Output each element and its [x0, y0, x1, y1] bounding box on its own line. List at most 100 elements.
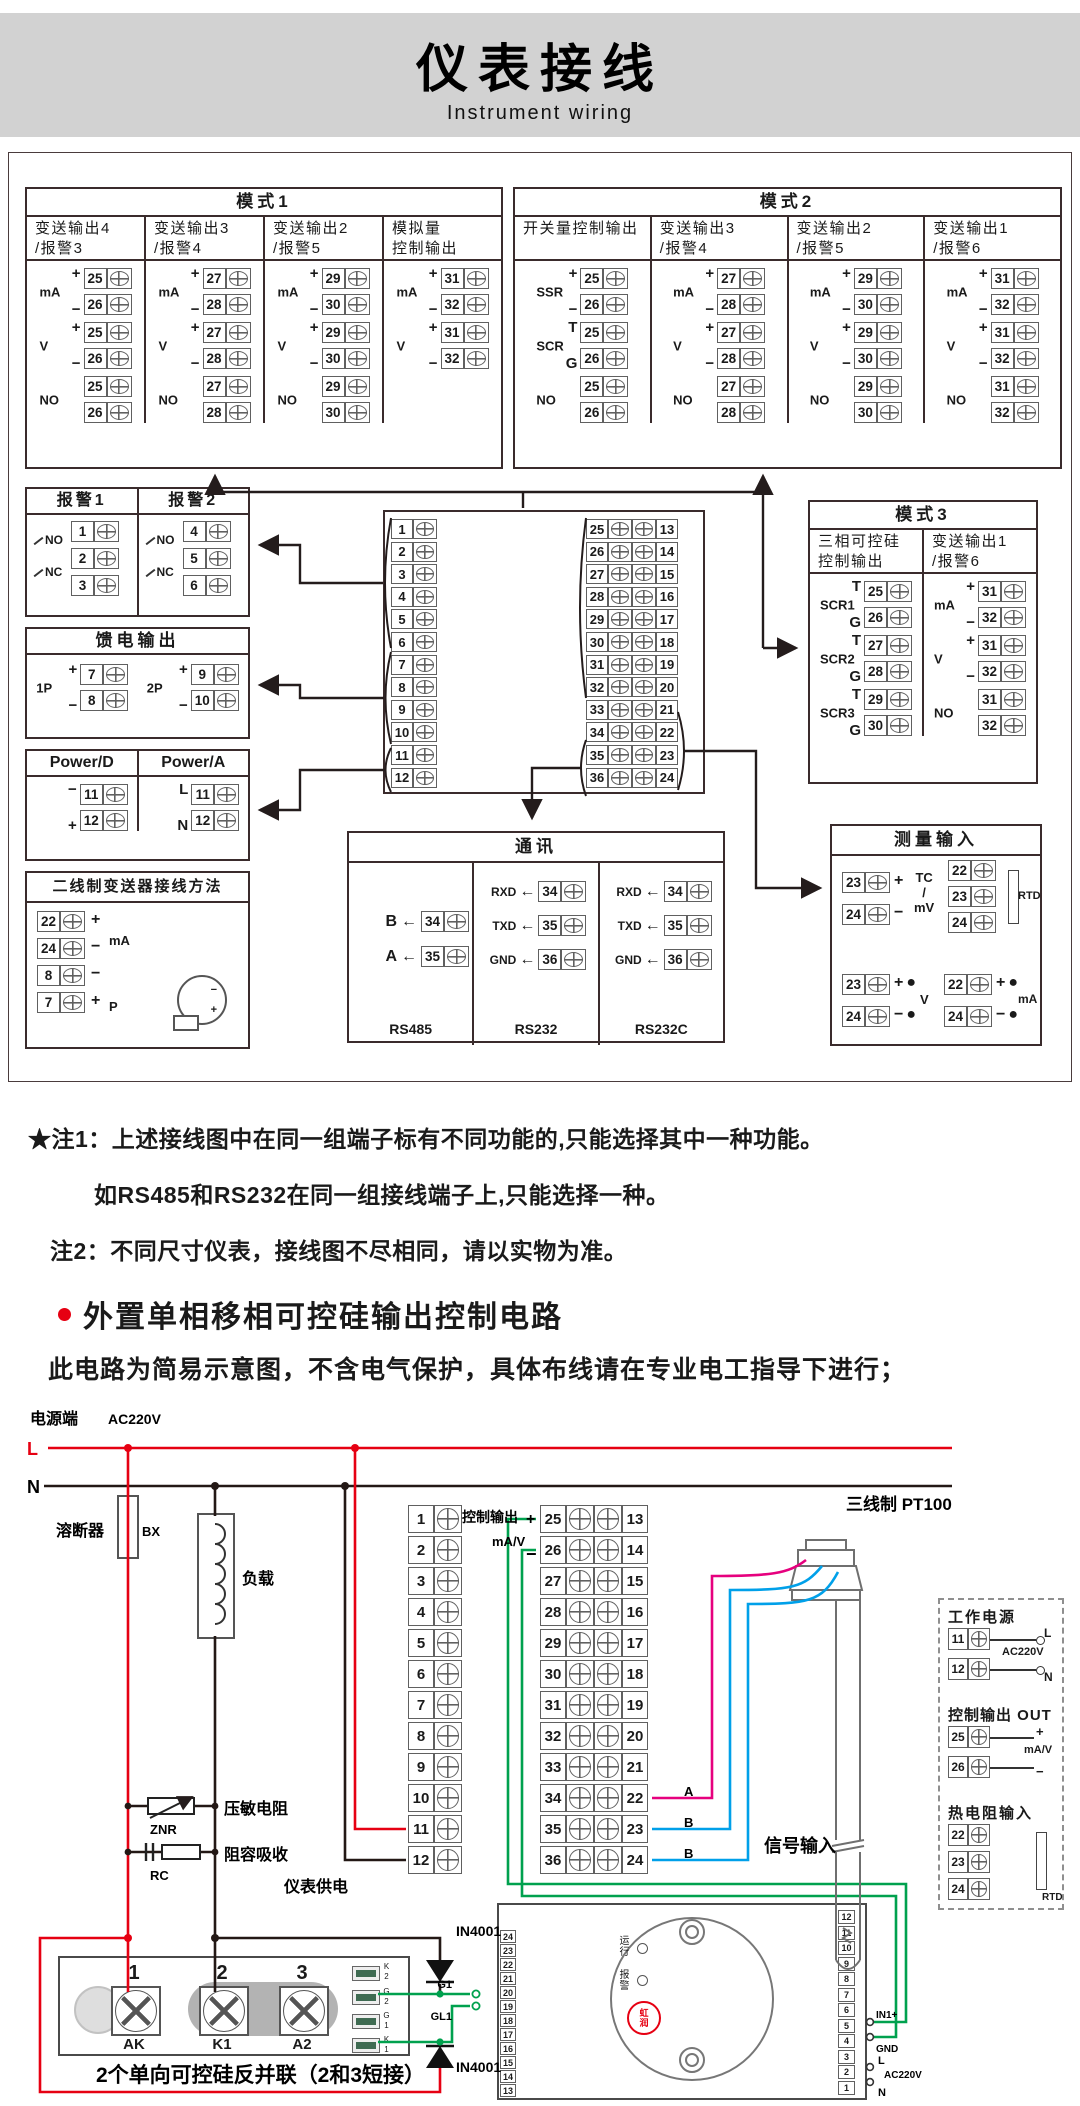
wire-dot: ● — [906, 1006, 917, 1023]
panel-out-title: 控制输出 OUT — [948, 1707, 1052, 1724]
screw-terminal-icon — [566, 1784, 594, 1812]
wiring-connectors — [204, 473, 823, 899]
terminal-number: 31 — [540, 1691, 566, 1719]
screw-terminal-icon — [60, 911, 85, 932]
terminal-number: 9 — [408, 1753, 434, 1781]
terminal-number: 20 — [622, 1722, 648, 1750]
screw-terminal-icon — [876, 268, 902, 289]
terminal-row: 1 — [838, 2080, 855, 2095]
screw-terminal-icon — [632, 677, 656, 698]
screw-terminal-icon — [413, 586, 437, 607]
screw-terminal-icon — [608, 677, 632, 698]
terminal-number: 16 — [500, 2042, 516, 2055]
screw-terminal-icon — [967, 1006, 992, 1027]
screw-terminal-icon — [434, 1660, 462, 1688]
terminal-row: 1 — [408, 1505, 462, 1533]
screw-terminal-icon — [967, 974, 992, 995]
terminal-number: 36 — [538, 949, 562, 970]
terminal-unit: 32 — [978, 661, 1026, 682]
terminal-number: 17 — [500, 2028, 516, 2041]
terminal-number: 11 — [948, 1628, 968, 1650]
screw-terminal-icon — [608, 722, 632, 743]
terminal-number: 8 — [80, 690, 104, 711]
screw-terminal-icon — [887, 661, 912, 682]
terminal-unit: 29 — [853, 322, 902, 343]
terminal-unit: 25 — [580, 268, 629, 289]
power-end-label: 电源端 — [30, 1409, 78, 1428]
terminal-number: 16 — [656, 586, 678, 607]
terminal-row: 16 — [500, 2042, 516, 2055]
terminal-number: 5 — [391, 609, 413, 630]
terminal-number: 24 — [37, 938, 60, 959]
ma-label: mA — [109, 933, 130, 948]
terminal-number: 32 — [586, 677, 608, 698]
terminal-unit: 28 — [864, 661, 912, 682]
module-n-label: N — [878, 2087, 886, 2099]
terminal-number: 23 — [948, 886, 971, 907]
signal-wire-b1 — [652, 1565, 824, 1831]
screw-terminal-icon — [876, 322, 902, 343]
terminal-number: 30 — [321, 294, 345, 315]
terminal-row: 7 — [408, 1691, 462, 1719]
measure-title: 测量输入 — [832, 826, 1040, 856]
alarm1-header: 报警1 — [27, 489, 139, 513]
terminal-number: 34 — [540, 1784, 566, 1812]
terminal-unit: 28 — [202, 294, 251, 315]
screw-terminal-icon — [434, 1505, 462, 1533]
screw-terminal-icon — [594, 1784, 622, 1812]
scr-terminal-3: 3 — [296, 1962, 308, 1984]
screw-terminal-icon — [876, 294, 902, 315]
screw-terminal-icon — [413, 699, 437, 720]
terminal-number: 17 — [656, 609, 678, 630]
terminal-number: 29 — [321, 268, 345, 289]
mode-column-header: 变送输出3/报警4 — [146, 217, 263, 261]
terminal-number: 30 — [853, 348, 877, 369]
terminal-row: 8 — [838, 1972, 855, 1986]
terminal-number: 2 — [408, 1536, 434, 1564]
terminal-number: 6 — [391, 632, 413, 652]
terminal-number: 34 — [663, 881, 687, 902]
screw-terminal-icon — [887, 581, 912, 602]
terminal-unit: 26 — [864, 607, 912, 628]
terminal-number: 22 — [948, 1824, 968, 1846]
minus-sign: − — [526, 1544, 537, 1564]
left-arrow-icon: ← — [519, 916, 536, 934]
terminal-number: 35 — [663, 915, 687, 936]
screw-terminal-icon — [971, 912, 996, 933]
screw-terminal-icon — [279, 1986, 329, 2036]
polarity-sign: − — [91, 938, 101, 955]
terminal-number: 16 — [622, 1598, 648, 1626]
terminal-number: 32 — [440, 348, 464, 369]
screw-terminal-icon — [968, 1756, 990, 1778]
screw-terminal-icon — [865, 974, 890, 995]
screw-terminal-icon — [434, 1536, 462, 1564]
mode-title: 模式2 — [515, 189, 1060, 217]
terminal-number: 31 — [990, 268, 1014, 289]
terminal-unit: 31 — [990, 322, 1039, 343]
terminal-number: 28 — [717, 402, 741, 423]
terminal-number: 3 — [391, 564, 413, 585]
banner: 仪表接线 Instrument wiring — [0, 13, 1080, 137]
terminal-number: 8 — [37, 965, 60, 986]
screw-terminal-icon — [632, 541, 656, 562]
polarity-sign: − — [996, 1006, 1006, 1023]
terminal-number: 1 — [71, 521, 94, 542]
screw-terminal-icon — [566, 1691, 594, 1719]
alarm1-nc-label: NC — [33, 565, 62, 579]
terminal-number: 19 — [656, 654, 678, 675]
group-label: SCR3 — [820, 705, 855, 720]
screw-terminal-icon — [686, 881, 712, 902]
terminal-number: 26 — [864, 607, 887, 628]
terminal-number: 26 — [586, 541, 608, 562]
gate-terminal-icon — [352, 2014, 380, 2029]
module-pins — [865, 2017, 875, 2087]
